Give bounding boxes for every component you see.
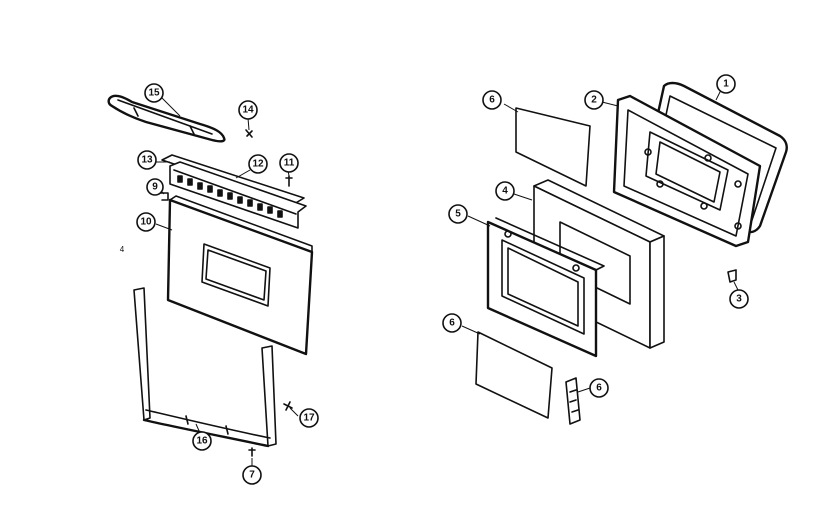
callout-6-hinge: 6 xyxy=(589,378,609,398)
svg-text:4: 4 xyxy=(502,186,508,197)
svg-text:13: 13 xyxy=(141,155,153,166)
svg-text:17: 17 xyxy=(303,413,315,424)
svg-text:1: 1 xyxy=(723,79,729,90)
svg-text:3: 3 xyxy=(736,294,742,305)
svg-text:16: 16 xyxy=(196,436,208,447)
window-frame xyxy=(486,217,605,358)
callout-9: 9 xyxy=(146,178,164,196)
svg-text:14: 14 xyxy=(242,105,254,116)
svg-text:6: 6 xyxy=(596,383,602,394)
svg-text:5: 5 xyxy=(455,209,461,220)
small-clip xyxy=(727,269,737,283)
bottom-frame xyxy=(133,287,277,448)
callout-4: 4 xyxy=(495,181,515,201)
svg-text:15: 15 xyxy=(148,88,160,99)
svg-text:12: 12 xyxy=(252,159,264,170)
callout-6-bottom-glass: 6 xyxy=(442,313,462,333)
callout-3: 3 xyxy=(729,289,749,309)
callout-15: 15 xyxy=(144,83,164,103)
stray-label: 4 xyxy=(120,245,125,254)
svg-text:9: 9 xyxy=(152,182,158,193)
svg-text:10: 10 xyxy=(140,217,152,228)
callout-1: 1 xyxy=(716,74,736,94)
vent-slots xyxy=(177,175,283,218)
vent-screw xyxy=(285,175,293,187)
callouts: 1 2 3 4 5 6 6 6 7 9 10 11 12 13 14 15 16… xyxy=(136,74,749,485)
callout-17: 17 xyxy=(299,408,319,428)
top-glass xyxy=(515,107,591,187)
bottom-glass xyxy=(475,331,553,419)
svg-text:2: 2 xyxy=(591,95,597,106)
callout-14: 14 xyxy=(238,100,258,120)
handle-screw xyxy=(245,129,253,138)
callout-11: 11 xyxy=(279,153,299,173)
svg-text:6: 6 xyxy=(449,318,455,329)
callout-13: 13 xyxy=(137,150,157,170)
callout-12: 12 xyxy=(248,154,268,174)
callout-2: 2 xyxy=(584,90,604,110)
door-window xyxy=(201,243,271,307)
svg-text:7: 7 xyxy=(249,470,255,481)
callout-10: 10 xyxy=(136,212,156,232)
callout-6-top-glass: 6 xyxy=(482,90,502,110)
callout-7: 7 xyxy=(242,465,262,485)
clip xyxy=(159,192,169,201)
frame-screw xyxy=(283,401,293,411)
bottom-screw xyxy=(248,447,256,457)
svg-text:6: 6 xyxy=(489,95,495,106)
liner-screws xyxy=(644,148,742,230)
svg-text:11: 11 xyxy=(284,158,295,169)
outer-door-panel xyxy=(166,198,314,356)
callout-16: 16 xyxy=(192,431,212,451)
callout-5: 5 xyxy=(448,204,468,224)
